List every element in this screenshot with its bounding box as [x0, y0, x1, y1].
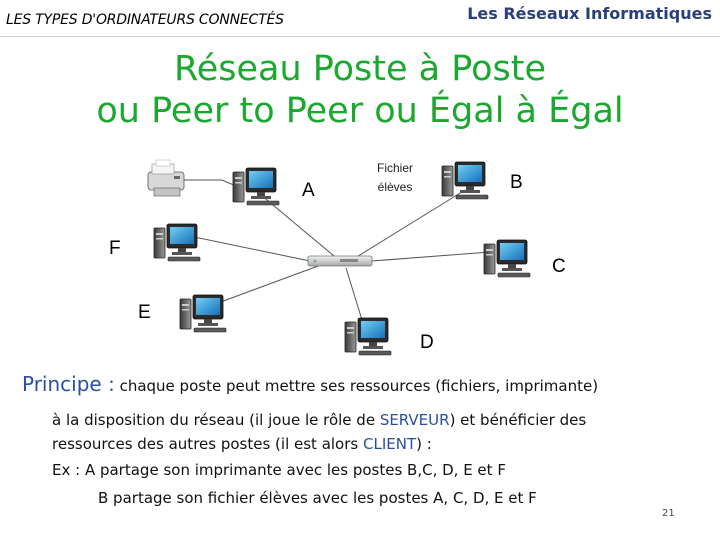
principle-text-2a: à la disposition du réseau (il joue le r…: [52, 411, 380, 429]
page-number: 21: [662, 508, 675, 519]
cable-a: [254, 189, 341, 262]
cable-d: [345, 267, 363, 321]
node-label-f: F: [109, 238, 121, 259]
principle-line-1: Principe : chaque poste peut mettre ses …: [22, 373, 598, 398]
computer-f-icon: [153, 223, 201, 262]
title-line-2: ou Peer to Peer ou Égal à Égal: [96, 91, 624, 131]
node-label-d: D: [420, 332, 434, 353]
principle-text-1: chaque poste peut mettre ses ressources …: [114, 377, 599, 395]
computer-c-icon: [483, 239, 531, 278]
file-label-line-1: Fichier: [376, 161, 413, 175]
cable-f: [179, 233, 311, 262]
header-right-title: Les Réseaux Informatiques: [467, 4, 712, 23]
printer-icon: [147, 159, 185, 197]
title-line-1: Réseau Poste à Poste: [173, 49, 547, 89]
cable-b: [354, 189, 466, 259]
computer-e-icon: [179, 294, 227, 333]
example-line-1: Ex : A partage son imprimante avec les p…: [52, 461, 506, 479]
node-label-e: E: [138, 302, 151, 323]
principle-keyword: Principe :: [22, 372, 115, 396]
file-label-line-2: élèves: [377, 180, 413, 194]
cable-e: [209, 265, 319, 307]
client-keyword: CLIENT: [362, 435, 417, 453]
cable-printer: [180, 179, 237, 187]
computer-d-icon: [344, 317, 392, 356]
computer-b-icon: [441, 161, 489, 200]
node-label-c: C: [552, 256, 566, 277]
principle-text-3a: ressources des autres postes (il est alo…: [52, 435, 363, 453]
slide-title: Réseau Poste à Poste ou Peer to Peer ou …: [0, 48, 720, 132]
header-divider: [0, 36, 720, 37]
principle-line-3: ressources des autres postes (il est alo…: [52, 433, 432, 456]
server-keyword: SERVEUR: [379, 411, 450, 429]
example-line-2: B partage son fichier élèves avec les po…: [98, 489, 537, 507]
node-label-b: B: [510, 172, 523, 193]
shared-file-label: Fichier élèves: [364, 159, 426, 197]
principle-line-2: à la disposition du réseau (il joue le r…: [52, 409, 586, 432]
principle-text-2b: ) et bénéficier des: [449, 411, 587, 429]
network-cables: [179, 179, 491, 321]
header-left-title: LES TYPES D'ORDINATEURS CONNECTÉS: [6, 12, 284, 28]
network-hub: [307, 255, 373, 267]
cable-c: [371, 251, 491, 262]
node-label-a: A: [302, 180, 315, 201]
principle-text-3b: ) :: [416, 435, 432, 453]
computer-a-icon: [232, 167, 280, 206]
